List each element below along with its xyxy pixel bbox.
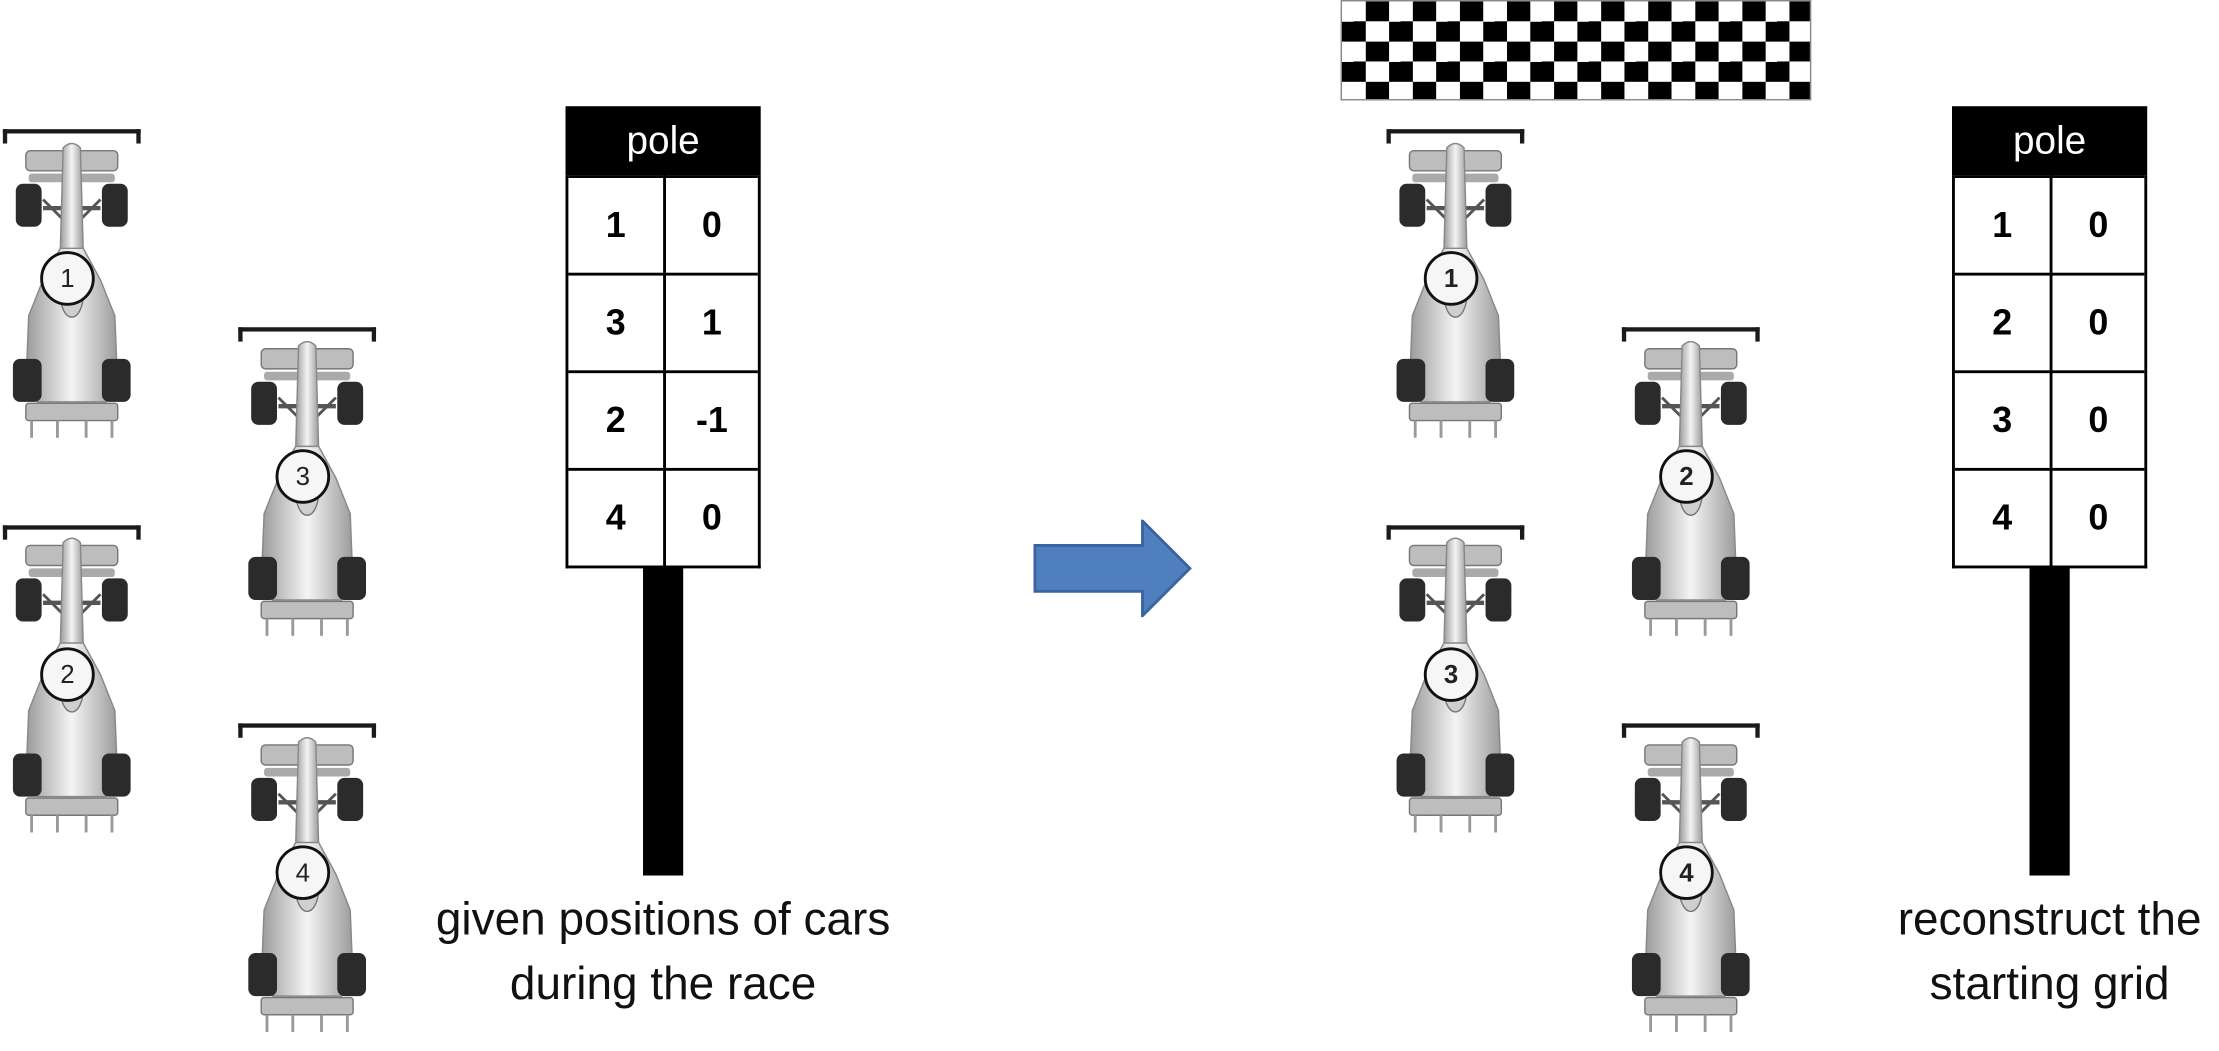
board-change-cell: -1 [663, 370, 758, 468]
car-number-badge: 3 [275, 449, 331, 504]
board-change-cell: 0 [2049, 370, 2145, 468]
board-car-cell: 2 [568, 370, 664, 468]
car-number-badge: 3 [1423, 647, 1479, 702]
car-number-badge: 4 [1659, 845, 1714, 900]
pole-board-header: pole [1952, 106, 2148, 176]
grid-slot-bracket [2, 525, 141, 540]
car-number-badge: 1 [1423, 251, 1479, 306]
board-car-cell: 3 [1954, 370, 2050, 468]
race-car-icon [1384, 136, 1528, 445]
board-change-cell: 0 [663, 175, 758, 273]
board-change-cell: 0 [2049, 175, 2145, 273]
board-change-cell: 0 [663, 467, 758, 566]
grid-slot-bracket [1386, 129, 1525, 144]
right-caption: reconstruct the starting grid [1763, 887, 2219, 1016]
pole-board-grid: 1 0 2 0 3 0 4 0 [1952, 175, 2148, 569]
race-car-icon [235, 334, 379, 643]
pole-board: pole 1 0 2 0 3 0 4 0 [1952, 106, 2148, 569]
board-car-cell: 1 [1954, 175, 2050, 273]
pole-board-grid: 1 0 3 1 2 -1 4 0 [565, 175, 761, 569]
pole-board: pole 1 0 3 1 2 -1 4 0 [565, 106, 761, 569]
right-arrow-icon [1033, 519, 1192, 618]
board-car-cell: 4 [1954, 467, 2050, 566]
board-change-cell: 0 [2049, 272, 2145, 371]
board-change-cell: 1 [663, 272, 758, 371]
board-car-cell: 3 [568, 272, 664, 371]
car-number-badge: 2 [40, 647, 95, 702]
pole-board-stick [643, 565, 684, 876]
pole-board-stick [2029, 565, 2070, 876]
car-number-badge: 4 [275, 845, 331, 900]
board-car-cell: 2 [1954, 272, 2050, 371]
caption-line: during the race [509, 957, 817, 1010]
grid-slot-bracket [2, 129, 141, 144]
board-car-cell: 1 [568, 175, 664, 273]
grid-slot-bracket [238, 327, 377, 342]
caption-line: starting grid [1929, 957, 2170, 1010]
car-number-badge: 1 [40, 251, 95, 306]
caption-line: given positions of cars [435, 892, 891, 945]
grid-slot-bracket [1621, 327, 1760, 342]
race-car-icon [1619, 334, 1763, 643]
checkered-flag-icon [1340, 0, 1812, 101]
grid-slot-bracket [238, 723, 377, 738]
board-change-cell: 0 [2049, 467, 2145, 566]
car-number-badge: 2 [1659, 449, 1714, 504]
pole-board-header: pole [565, 106, 761, 176]
left-caption: given positions of cars during the race [376, 887, 950, 1016]
caption-line: reconstruct the [1897, 892, 2202, 945]
grid-slot-bracket [1621, 723, 1760, 738]
grid-slot-bracket [1386, 525, 1525, 540]
board-car-cell: 4 [568, 467, 664, 566]
